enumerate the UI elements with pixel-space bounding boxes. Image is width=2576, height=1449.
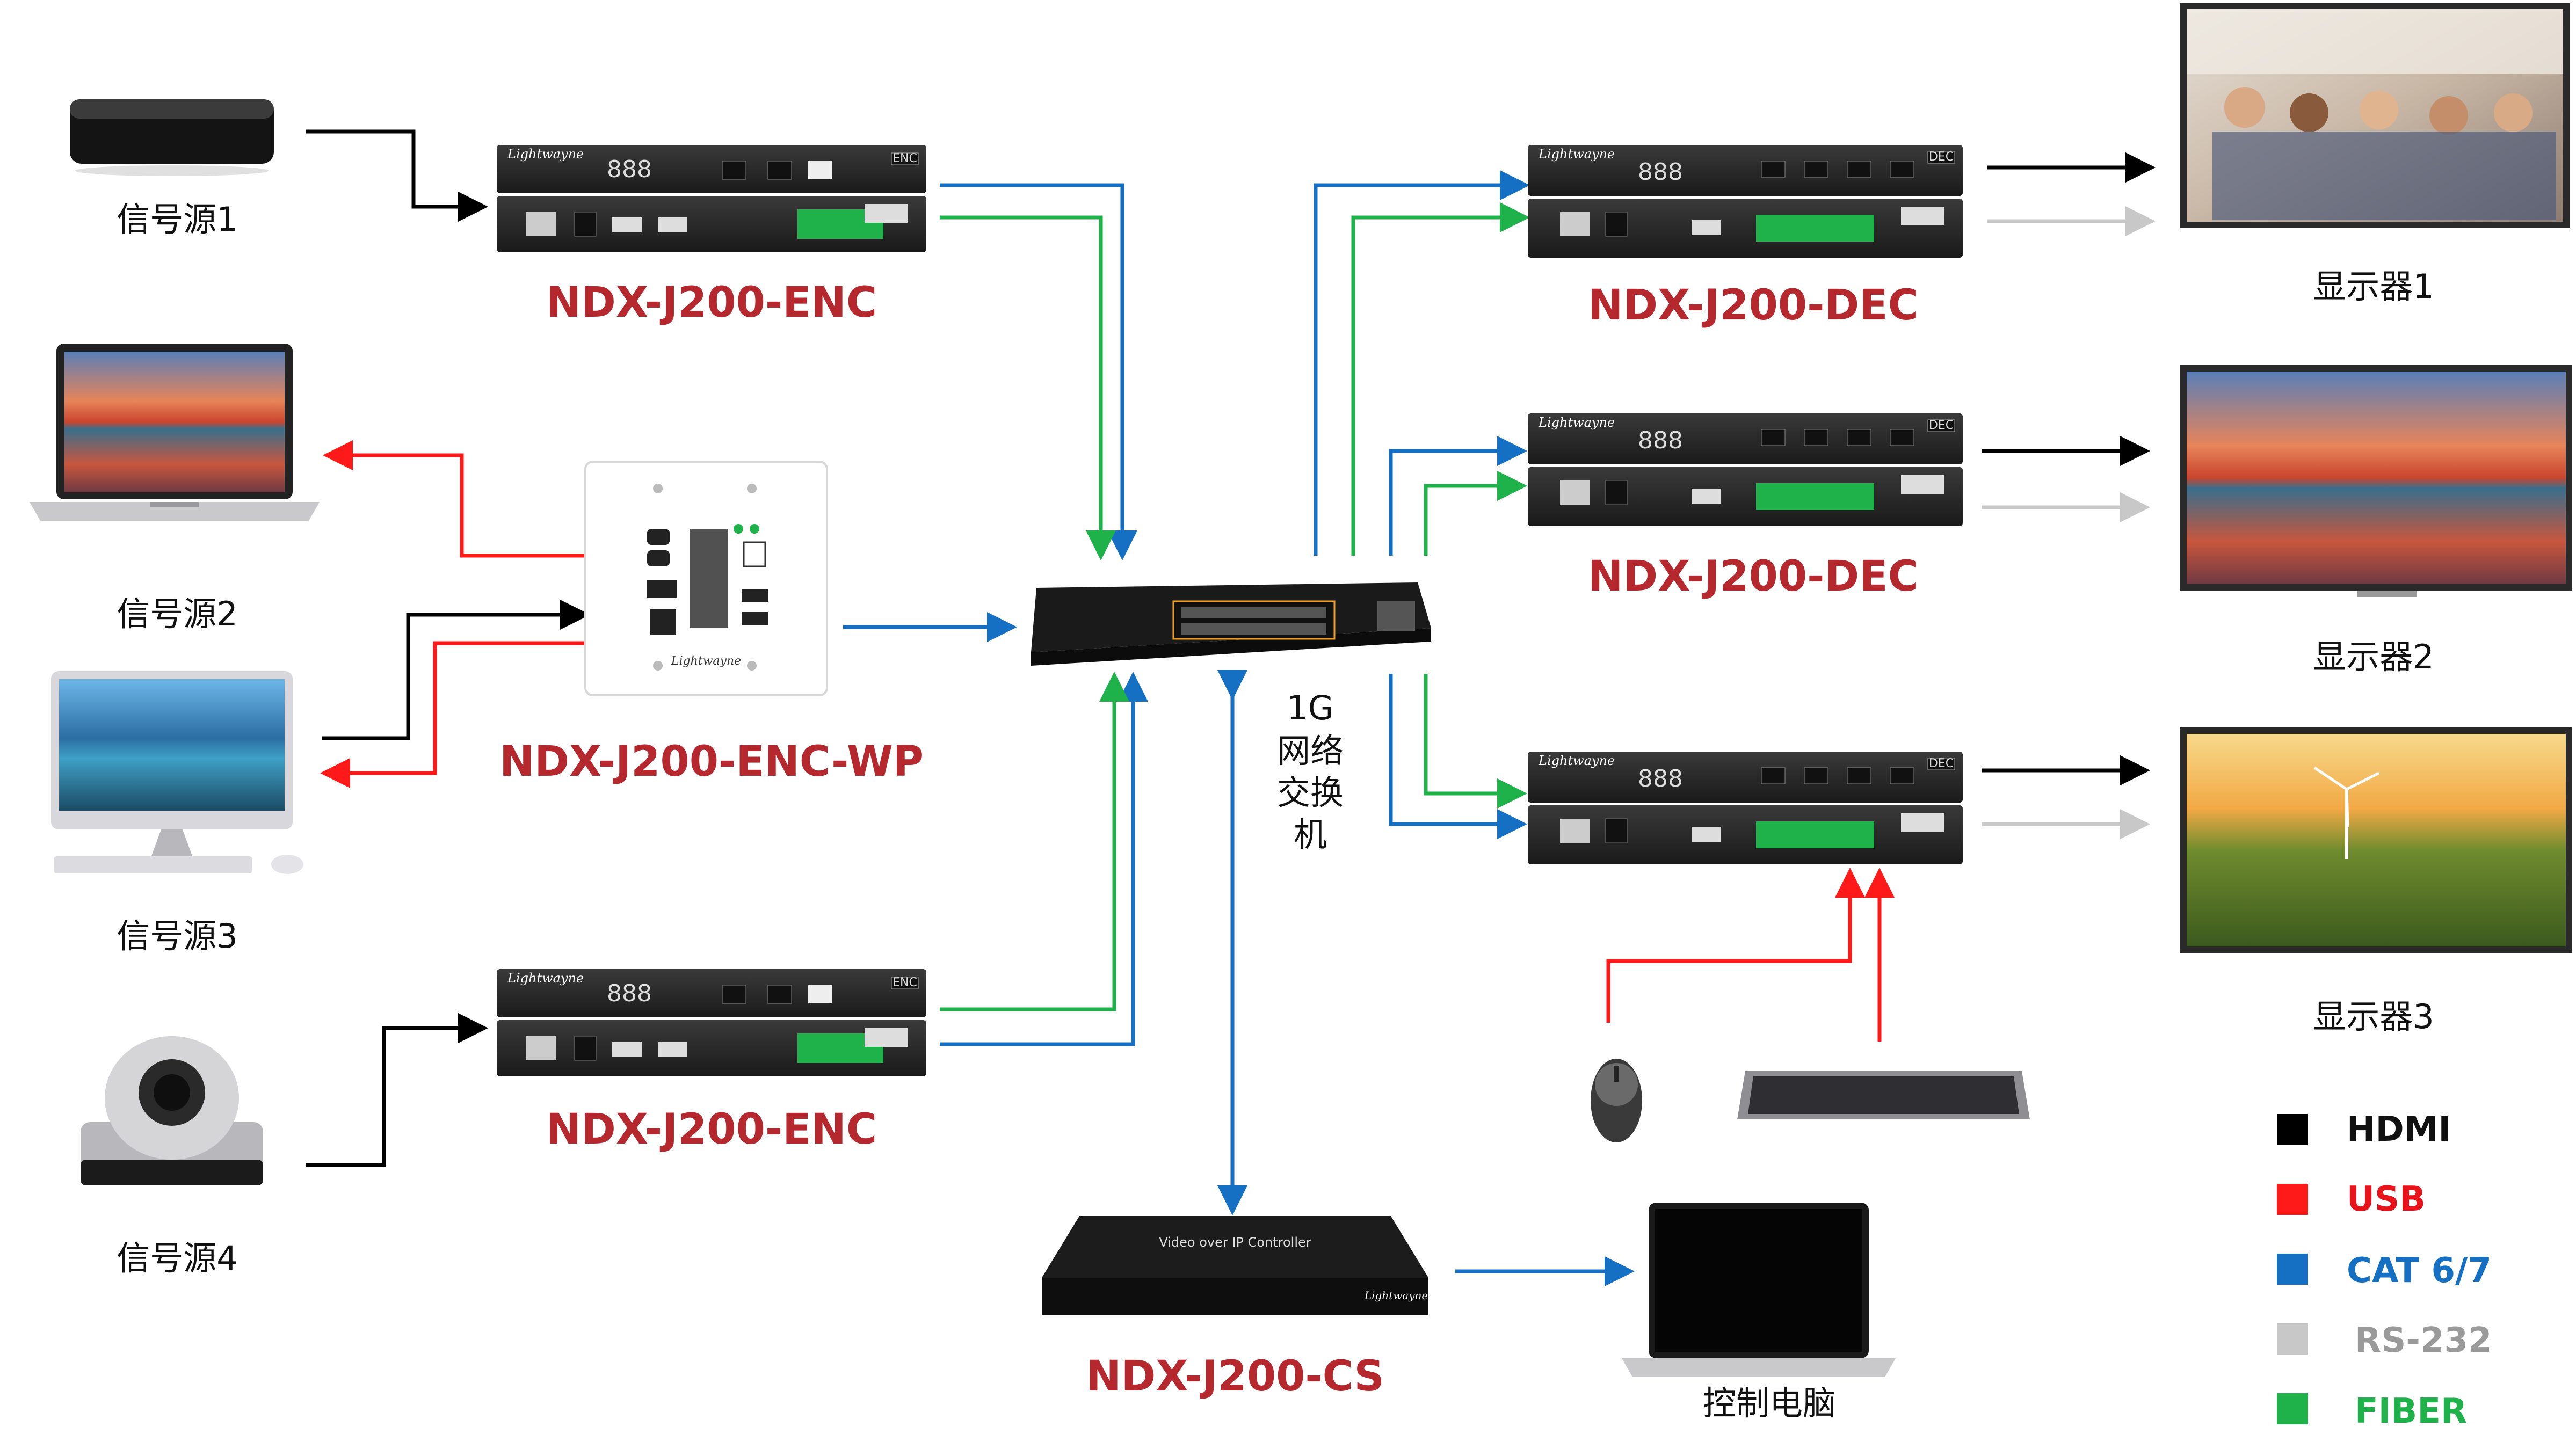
fiber-line-switch-dec1 [1351,202,1530,556]
decoder2-device: Lightwayne 888 DEC [1528,413,1963,526]
fiber-line-enc2-switch [940,672,1129,1011]
display2-label: 显示器2 [2313,637,2434,676]
usb-line-wp-src2 [323,440,585,558]
controller-label: NDX-J200-CS [1086,1352,1384,1401]
source4-label: 信号源4 [117,1239,237,1278]
svg-text:Lightwayne: Lightwayne [1538,415,1615,430]
svg-text:Lightwayne: Lightwayne [507,147,584,162]
svg-text:DEC: DEC [1929,419,1954,432]
legend-swatch-usb [2277,1184,2308,1215]
svg-text:HDMI: HDMI [2347,1110,2451,1149]
svg-text:Lightwayne: Lightwayne [1364,1289,1428,1302]
svg-text:DEC: DEC [1929,150,1954,164]
source3-label: 信号源3 [117,916,237,956]
keyboard-device [1737,1071,2030,1119]
display3-label: 显示器3 [2313,997,2434,1036]
mouse-device [1591,1059,1642,1142]
svg-text:Video over IP Controller: Video over IP Controller [1159,1235,1311,1250]
switch-label-line1: 1G [1287,688,1334,727]
svg-text:ENC: ENC [892,152,917,165]
display2-screen [2180,365,2572,597]
svg-text:888: 888 [1638,427,1683,454]
decoder1-device: Lightwayne 888 DEC [1528,145,1963,258]
legend-item-hdmi: HDMI [2277,1110,2451,1149]
svg-text:888: 888 [607,980,652,1007]
svg-text:ENC: ENC [892,976,917,989]
fiber-line-switch-dec3 [1424,674,1527,809]
usb-line-wp-src3 [320,641,585,788]
encoder-bottom-device: Lightwayne 888 ENC [497,969,926,1076]
switch-label-line2: 网络 [1277,731,1344,770]
cat-line-enc-switch [940,183,1137,560]
cat-line-switch-dec1 [1314,170,1530,556]
svg-text:USB: USB [2347,1179,2426,1219]
display1-label: 显示器1 [2313,267,2434,306]
source2-laptop [30,344,320,521]
decoder1-label: NDX-J200-DEC [1588,281,1919,330]
encoder-wallplate-device: Lightwayne [584,461,828,696]
source1-box [70,99,274,176]
fiber-line-enc-switch [940,215,1116,560]
hdmi-line-src1-enc [306,129,488,222]
display1-screen [2180,3,2570,228]
svg-text:888: 888 [607,156,652,183]
hdmi-line-src4-enc [306,1013,488,1167]
legend-swatch-rs232 [2277,1323,2308,1355]
encoder-wallplate-label: NDX-J200-ENC-WP [499,738,924,786]
cat-line-switch-dec3 [1389,674,1527,839]
legend-item-fiber: FIBER [2277,1392,2467,1431]
legend-swatch-fiber [2277,1393,2308,1424]
source3-desktop [51,671,303,874]
svg-text:888: 888 [1638,765,1683,792]
legend-item-usb: USB [2277,1179,2426,1219]
legend: HDMI USB CAT 6/7 RS-232 FIBER [2277,1110,2492,1431]
cat-line-switch-dec2 [1389,436,1527,556]
network-switch-device [1031,582,1431,666]
svg-text:Lightwayne: Lightwayne [507,971,584,986]
source4-camera [81,1036,263,1185]
decoder2-label: NDX-J200-DEC [1588,552,1919,601]
encoder-top-label: NDX-J200-ENC [546,279,877,327]
svg-text:DEC: DEC [1929,757,1954,770]
svg-text:Lightwayne: Lightwayne [1538,147,1615,162]
svg-text:Lightwayne: Lightwayne [1538,753,1615,768]
svg-text:CAT 6/7: CAT 6/7 [2347,1251,2492,1291]
decoder3-device: Lightwayne 888 DEC [1528,752,1963,864]
source2-label: 信号源2 [117,594,237,634]
legend-swatch-hdmi [2277,1114,2308,1145]
svg-text:Lightwayne: Lightwayne [671,654,741,668]
encoder-bottom-label: NDX-J200-ENC [546,1105,877,1154]
svg-text:RS-232: RS-232 [2355,1321,2492,1360]
controller-device: Video over IP Controller Lightwayne [1042,1216,1428,1315]
switch-label-line3: 交换 [1277,773,1344,812]
control-pc-laptop [1622,1203,1896,1377]
cat-line-enc2-switch [940,672,1148,1046]
hdmi-line-src3-wp [322,600,590,740]
svg-text:FIBER: FIBER [2355,1392,2467,1431]
control-pc-label: 控制电脑 [1703,1384,1836,1423]
encoder-top-device: Lightwayne 888 ENC [497,145,926,252]
source1-label: 信号源1 [117,200,237,239]
svg-text:888: 888 [1638,158,1683,186]
legend-swatch-cat [2277,1254,2308,1285]
switch-label-line4: 机 [1294,815,1327,854]
fiber-line-switch-dec2 [1424,471,1527,556]
legend-item-cat: CAT 6/7 [2277,1251,2492,1291]
connections [306,129,2156,1286]
display3-screen [2180,727,2572,953]
usb-line-mouse-dec3 [1606,868,1865,1023]
legend-item-rs232: RS-232 [2277,1321,2492,1360]
